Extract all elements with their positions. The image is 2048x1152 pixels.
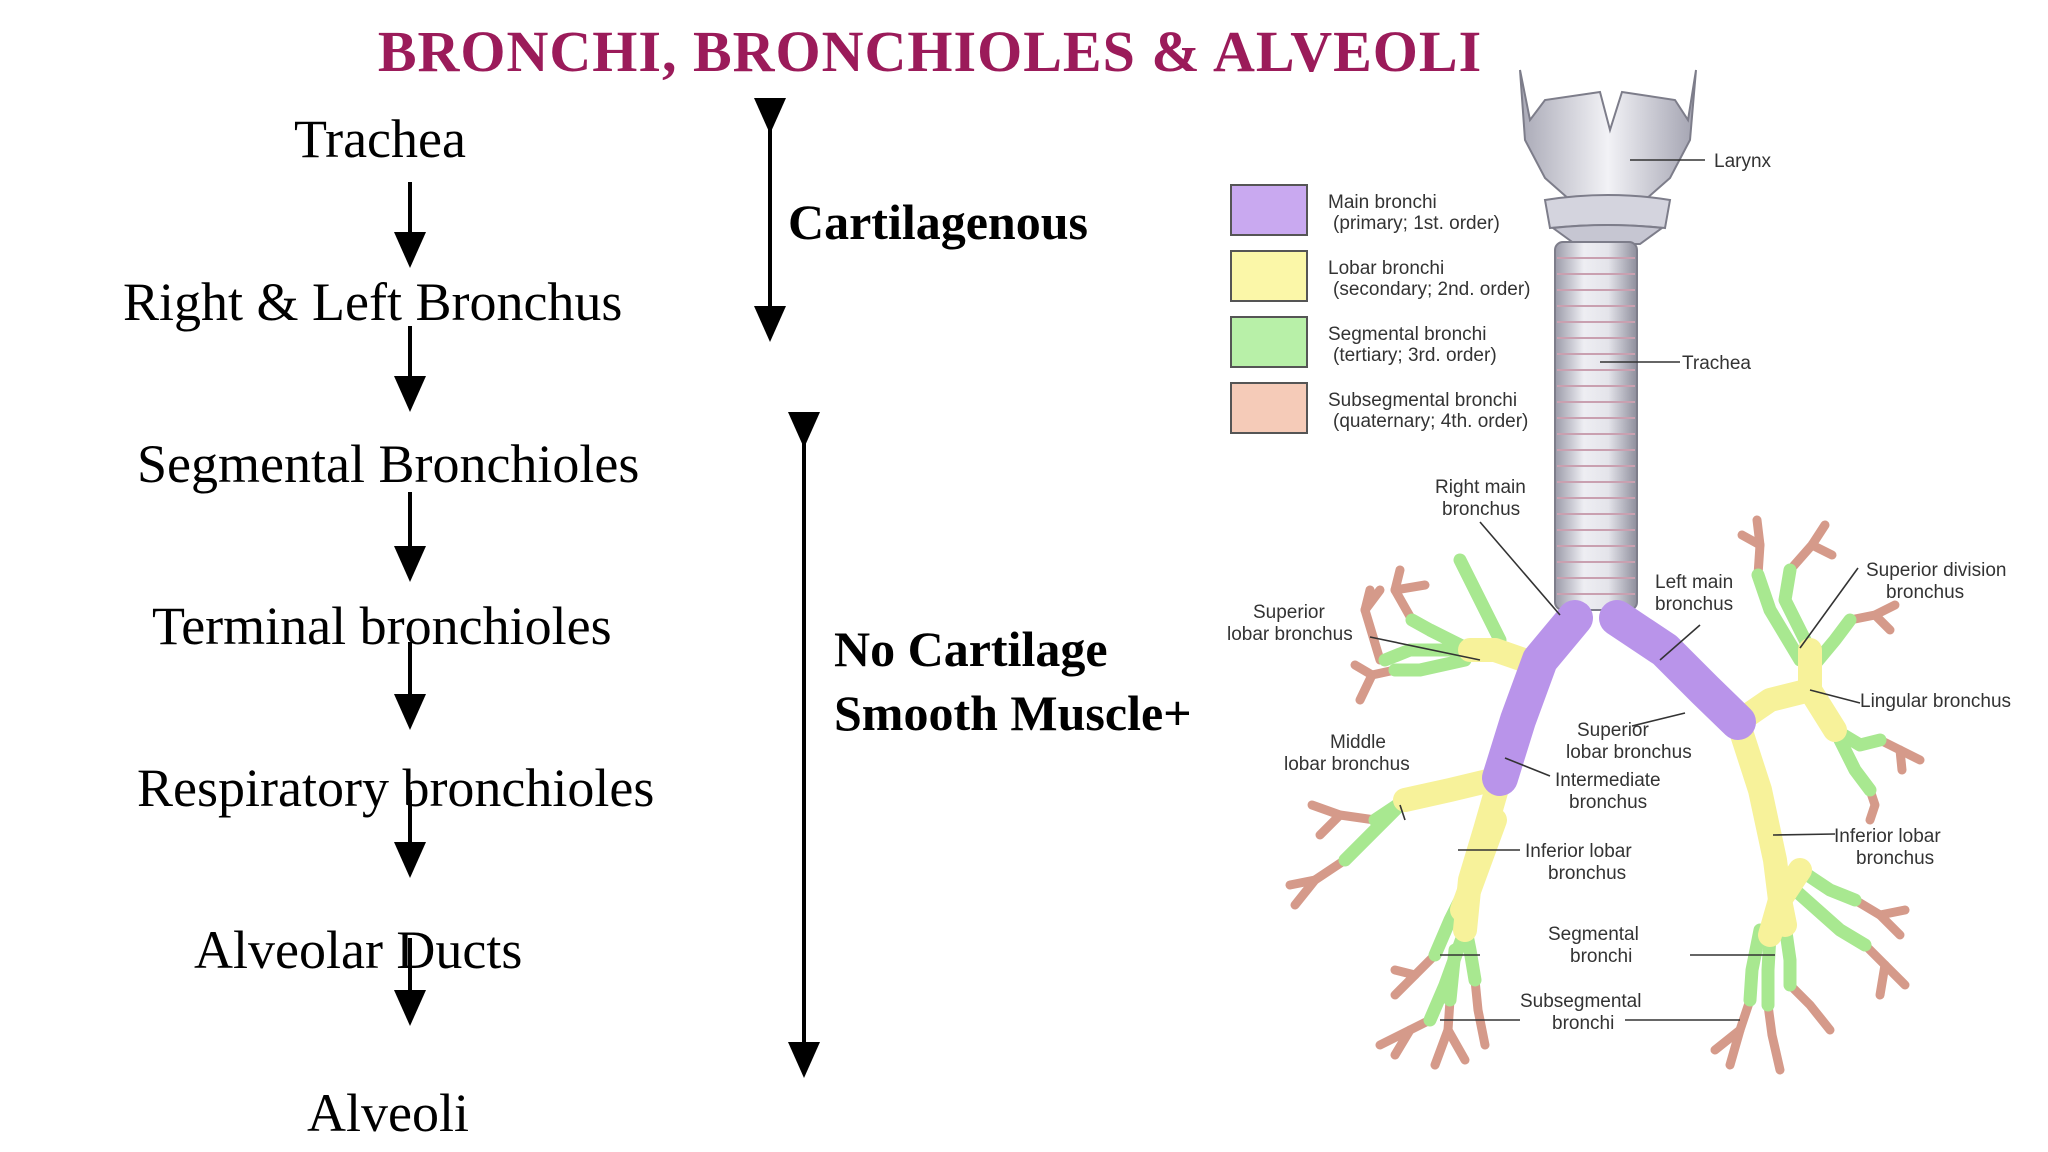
legend-lobar-line2: (secondary; 2nd. order) — [1333, 279, 1531, 300]
legend-main-line2: (primary; 1st. order) — [1333, 213, 1500, 234]
label-superior-lobar-left-line1: Superior — [1577, 720, 1649, 741]
label-larynx: Larynx — [1714, 151, 1772, 172]
legend-swatch-main — [1230, 184, 1308, 236]
legend-subsegmental-line1: Subsegmental bronchi — [1328, 390, 1517, 411]
legend-main-line1: Main bronchi — [1328, 192, 1437, 213]
label-left-main-line1: Left main — [1655, 572, 1733, 593]
label-superior-division-line1: Superior division — [1866, 560, 2006, 581]
label-left-main-line2: bronchus — [1655, 594, 1733, 615]
label-inferior-lobar-left-line1: Inferior lobar — [1834, 826, 1941, 847]
legend: Main bronchi (primary; 1st. order) Lobar… — [1230, 184, 1531, 434]
step-terminal-bronchioles: Terminal bronchioles — [152, 596, 612, 656]
legend-swatch-subsegmental — [1230, 382, 1308, 434]
legend-subsegmental-line2: (quaternary; 4th. order) — [1333, 411, 1528, 432]
anatomy-labels: Larynx Trachea Right main bronchus Left … — [1227, 151, 2011, 1034]
subsegmental-branches — [1285, 515, 1925, 1075]
page-title: BRONCHI, BRONCHIOLES & ALVEOLI — [377, 19, 1483, 84]
label-leader-lines — [1369, 159, 1861, 1021]
label-lingular: Lingular bronchus — [1860, 691, 2011, 712]
label-superior-lobar-left-line2: lobar bronchus — [1566, 742, 1692, 763]
label-inferior-lobar-right-line2: bronchus — [1548, 863, 1626, 884]
legend-lobar-line1: Lobar bronchi — [1328, 258, 1444, 279]
larynx-shape — [1519, 69, 1697, 245]
label-middle-lobar-line1: Middle — [1330, 732, 1386, 753]
label-intermediate-line1: Intermediate — [1555, 770, 1661, 791]
legend-swatch-lobar — [1230, 250, 1308, 302]
label-right-main-line2: bronchus — [1442, 499, 1520, 520]
cartilagenous-label: Cartilagenous — [788, 194, 1088, 250]
legend-swatch-segmental — [1230, 316, 1308, 368]
no-cartilage-label: No Cartilage Smooth Muscle+ — [834, 617, 1192, 745]
step-alveolar-ducts: Alveolar Ducts — [194, 920, 523, 980]
label-superior-division-line2: bronchus — [1886, 582, 1964, 603]
no-cartilage-line1: No Cartilage — [834, 621, 1108, 677]
main-bronchi — [1482, 600, 1756, 796]
label-right-main-line1: Right main — [1435, 477, 1526, 498]
label-intermediate-line2: bronchus — [1569, 792, 1647, 813]
label-superior-lobar-right-line1: Superior — [1253, 602, 1325, 623]
label-middle-lobar-line2: lobar bronchus — [1284, 754, 1410, 775]
label-inferior-lobar-right-line1: Inferior lobar — [1525, 841, 1632, 862]
step-respiratory-bronchioles: Respiratory bronchioles — [137, 758, 655, 818]
label-subsegmental-line1: Subsegmental — [1520, 991, 1641, 1012]
label-subsegmental-line2: bronchi — [1552, 1013, 1614, 1034]
step-segmental-bronchioles: Segmental Bronchioles — [137, 434, 640, 494]
label-trachea: Trachea — [1682, 353, 1751, 374]
label-segmental-line1: Segmental — [1548, 924, 1639, 945]
label-inferior-lobar-left-line2: bronchus — [1856, 848, 1934, 869]
legend-segmental-line2: (tertiary; 3rd. order) — [1333, 345, 1497, 366]
trachea-shape — [1554, 241, 1638, 611]
step-alveoli: Alveoli — [307, 1083, 469, 1143]
label-superior-lobar-right-line2: lobar bronchus — [1227, 624, 1353, 645]
legend-segmental-line1: Segmental bronchi — [1328, 324, 1486, 345]
step-right-left-bronchus: Right & Left Bronchus — [123, 272, 623, 332]
step-trachea: Trachea — [294, 109, 466, 169]
label-segmental-line2: bronchi — [1570, 946, 1632, 967]
no-cartilage-line2: Smooth Muscle+ — [834, 685, 1192, 741]
